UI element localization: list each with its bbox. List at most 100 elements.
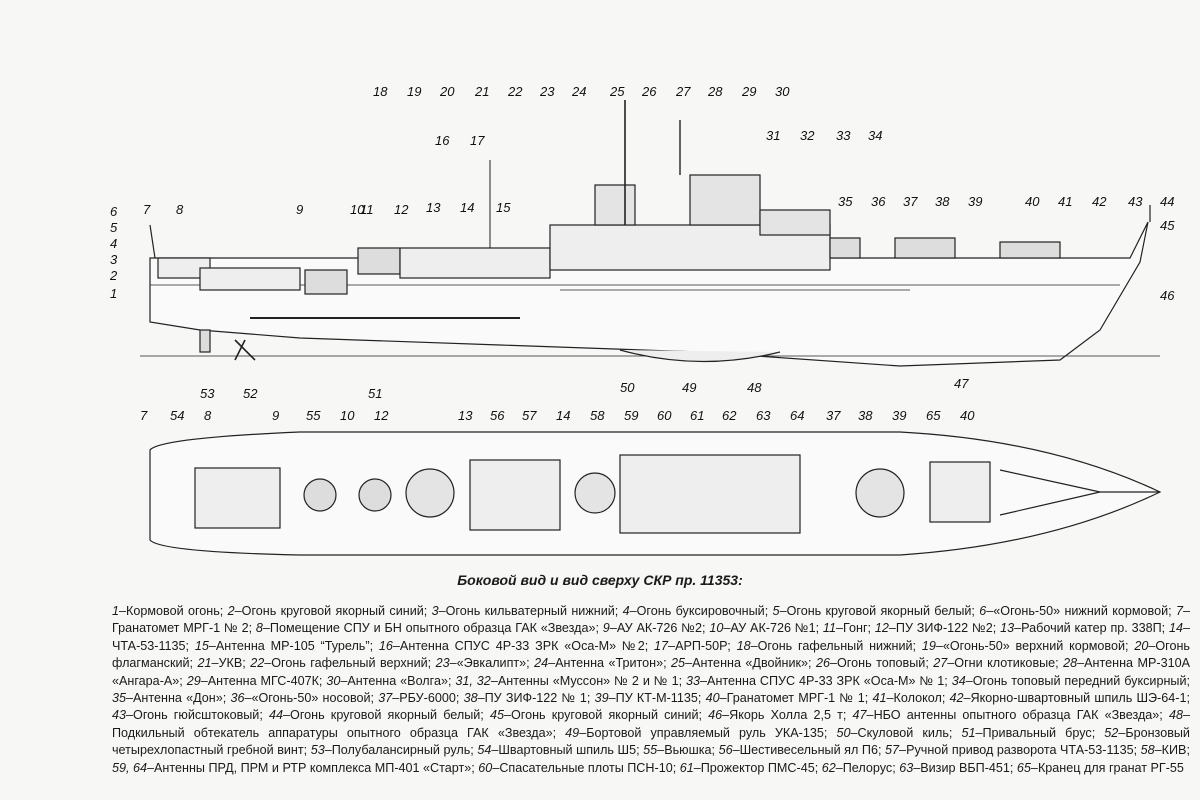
legend-text: КИВ; [1161,743,1190,758]
sonar-dome [619,349,781,363]
legend-number: 31, 32 [455,673,491,688]
legend-text: Антенна МР-310А «Ангара-А»; [112,656,1190,688]
side-callout: 46 [1160,288,1175,303]
side-callout: 51 [368,386,382,401]
side-callout: 43 [1128,194,1143,209]
legend-text: ПУ ЗИФ-122 № 1; [484,691,595,706]
legend-text: Ручной привод разворота ЧТА-53-1135; [906,743,1141,758]
aft-gun-1 [304,269,348,295]
legend-number: 1 [112,604,120,618]
legend-text: РБУ-6000; [399,691,464,706]
legend-number: 42 [949,691,964,706]
legend-number: 2 [227,604,235,618]
top-callout: 56 [490,408,505,423]
side-callout: 14 [460,200,474,215]
side-callout: 10 [350,202,365,217]
top-callout: 14 [556,408,570,423]
top-callout: 59 [624,408,638,423]
side-callout: 6 [110,204,118,219]
top-callout: 58 [590,408,605,423]
legend-number: 53 [310,743,325,758]
legend-text: Антенна «Дон»; [133,691,231,706]
legend-text: Визир ВБП-451; [920,760,1017,775]
top-view [149,431,1162,556]
legend-number: 34 [951,673,966,688]
legend-number: 61 [679,760,694,775]
legend-number: 5 [772,604,780,618]
legend-text: Прожектор ПМС-45; [700,760,822,775]
legend-text: Антенна «Двойник»; [692,656,816,671]
legend-text: «Огонь-50» нижний кормовой; [993,604,1176,618]
legend-number: 43 [112,708,127,723]
legend-text: АУ АК-726 №1; [730,621,823,636]
legend-number: 3 [431,604,439,618]
side-callout-top: 23 [539,84,555,99]
side-callout: 8 [176,202,184,217]
propeller [234,339,256,361]
legend-number: 62 [821,760,836,775]
legend-text: Антенна «Волга»; [347,673,456,688]
top-callout: 62 [722,408,737,423]
side-callout: 39 [968,194,982,209]
side-callout: 53 [200,386,215,401]
legend-text: ЧТА-53-1135; [112,638,195,653]
side-callout: 15 [496,200,511,215]
legend-text: Огни клотиковые; [954,656,1064,671]
side-callout-top: 29 [741,84,756,99]
legend-number: 60 [478,760,493,775]
top-callout: 54 [170,408,184,423]
side-callout: 36 [871,194,886,209]
legend-number: 22 [250,656,265,671]
side-callout: 50 [620,380,635,395]
aft-gun-2 [357,247,401,275]
top-callout: 38 [858,408,873,423]
legend-number: 28 [1063,656,1078,671]
legend-number: 37 [378,691,393,706]
legend-number: 26 [815,656,830,671]
legend-number: 40 [705,691,720,706]
legend-number: 23 [435,656,450,671]
legend-number: 57 [885,743,900,758]
side-callout-top: 20 [439,84,455,99]
legend-text: Шестивесельный ял П6; [739,743,886,758]
top-gun-1 [303,478,337,512]
legend-text: Огонь кильватерный нижний; [445,604,623,618]
legend-text: Антенна СПУС 4Р-33 ЗРК «Оса-М» № 1; [707,673,952,688]
legend-number: 4 [622,604,630,618]
legend-number: 18 [736,638,751,653]
side-callout-top: 19 [407,84,421,99]
legend-text: Вьюшка; [664,743,719,758]
top-callout: 39 [892,408,906,423]
side-callout: 45 [1160,218,1175,233]
top-callout: 65 [926,408,941,423]
aft-hangar [194,467,281,529]
side-callout: 49 [682,380,696,395]
legend-text: Огонь круговой якорный белый; [786,604,980,618]
legend-number: 20 [1134,638,1149,653]
legend-number: 21 [197,656,212,671]
legend-number: 6 [979,604,987,618]
legend-number: 24 [534,656,549,671]
legend-text: Кранец для гранат РГ-55 [1037,760,1184,775]
legend-number: 14 [1168,621,1183,636]
bridge [759,209,831,236]
legend-number: 30 [326,673,341,688]
side-callout: 7 [143,202,151,217]
top-callout: 61 [690,408,704,423]
legend-number: 10 [709,621,724,636]
legend-text: Рабочий катер пр. 338П; [1021,621,1169,636]
legend-text: Гонг; [843,621,875,636]
legend-text: Огонь флагманский; [112,638,1190,671]
legend-number: 49 [565,725,580,740]
legend-text: Антенна МГС-407К; [207,673,327,688]
top-bow-launcher [929,461,991,523]
side-callout: 12 [394,202,409,217]
top-callout: 63 [756,408,771,423]
top-callout: 10 [340,408,355,423]
top-callout: 64 [790,408,804,423]
legend-number: 46 [708,708,723,723]
top-launcher-fwd [855,468,905,518]
side-callout: 4 [110,236,117,251]
side-callout: 9 [296,202,303,217]
